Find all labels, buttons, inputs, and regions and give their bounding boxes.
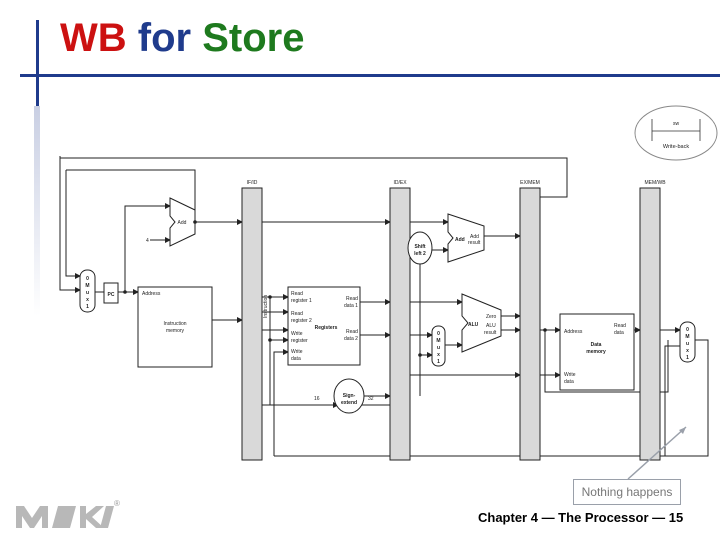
- footer-text: Chapter 4 — The Processor — 15: [478, 510, 684, 525]
- title-rule-horizontal: [20, 74, 720, 77]
- shift-left-b: left 2: [414, 251, 426, 257]
- alu-label: ALU: [468, 322, 479, 328]
- rf-rr2-b: register 2: [291, 318, 312, 324]
- rf-wd-a: Write: [291, 349, 303, 355]
- title-for: for: [137, 16, 192, 60]
- pipeline-registers: IF/ID ID/EX EX/MEM MEM/WB Instruction: [241, 180, 666, 461]
- alu-zero: Zero: [486, 314, 497, 320]
- slide-title: WB for Store: [60, 16, 304, 61]
- pc-adder: Add 4: [146, 197, 196, 247]
- dm-read-b: data: [614, 330, 624, 336]
- dm-address: Address: [564, 329, 583, 335]
- branch-result-b: result: [468, 240, 481, 246]
- dm-title-b: memory: [586, 349, 606, 355]
- legend-stage: Write-back: [663, 144, 689, 150]
- alu-result-a: ALU: [486, 323, 496, 329]
- logo-registered: ®: [114, 499, 120, 508]
- rf-wd-b: data: [291, 356, 301, 362]
- alu-mux-1: 1: [437, 359, 440, 365]
- alu-mux-m: M: [436, 338, 440, 344]
- data-memory: Address Read data Data memory Write data: [559, 313, 635, 391]
- rf-rd1-b: data 1: [344, 303, 358, 309]
- title-store: Store: [202, 16, 305, 60]
- register-file: Read register 1 Read register 2 Write re…: [287, 286, 361, 366]
- instruction-memory: Address Instruction memory: [137, 286, 213, 368]
- sign-extend-b: extend: [341, 400, 357, 406]
- wb-mux-x: x: [686, 348, 689, 354]
- junction-dots: [123, 220, 547, 357]
- wb-mux-u: u: [686, 341, 689, 347]
- dm-title-a: Data: [591, 342, 602, 348]
- rf-title: Registers: [315, 325, 338, 331]
- writeback-mux: 0 M u x 1: [679, 321, 696, 363]
- dm-write-a: Write: [564, 372, 576, 378]
- alu: ALU Zero ALU result: [461, 293, 502, 353]
- rf-rr1-a: Read: [291, 291, 303, 297]
- mk-logo: ®: [14, 498, 124, 539]
- im-address: Address: [142, 291, 161, 297]
- alu-mux-0: 0: [437, 331, 440, 337]
- reg-exmem-label: EX/MEM: [520, 180, 540, 186]
- pc-label: PC: [108, 292, 115, 298]
- pc-mux-u: u: [86, 290, 89, 296]
- wb-mux-m: M: [685, 334, 689, 340]
- rf-rr1-b: register 1: [291, 298, 312, 304]
- reg-ifid-label: IF/ID: [247, 180, 258, 186]
- title-wb: WB: [60, 16, 127, 60]
- pc-adder-label: Add: [178, 220, 187, 226]
- sign-extend-a: Sign-: [343, 393, 356, 399]
- alu-result-b: result: [484, 330, 497, 336]
- shift-left-a: Shift: [414, 244, 425, 250]
- im-title-2: memory: [166, 328, 185, 334]
- wb-mux-1: 1: [686, 355, 689, 361]
- pc-mux-1: 1: [86, 304, 89, 310]
- title-rule-vertical: [36, 20, 39, 106]
- alu-mux-x: x: [437, 352, 440, 358]
- rf-rd1-a: Read: [346, 296, 358, 302]
- dm-read-a: Read: [614, 323, 626, 329]
- pc-mux-0: 0: [86, 276, 89, 282]
- reg-memwb-label: MEM/WB: [644, 180, 666, 186]
- side-accent-bar: [34, 106, 40, 316]
- constant-four: 4: [146, 238, 149, 244]
- rf-rd2-b: data 2: [344, 336, 358, 342]
- callout-nothing-happens: Nothing happens: [573, 479, 681, 505]
- rf-wr-a: Write: [291, 331, 303, 337]
- instruction-vertical-label: Instruction: [263, 295, 269, 318]
- shift-left-unit: Shift left 2: [407, 231, 433, 265]
- branch-result-a: Add: [470, 234, 479, 240]
- rf-rd2-a: Read: [346, 329, 358, 335]
- rf-wr-b: register: [291, 338, 308, 344]
- wires: [59, 156, 709, 457]
- dm-write-b: data: [564, 379, 574, 385]
- pc-mux-x: x: [86, 297, 89, 303]
- width-32: 32: [368, 396, 374, 402]
- alu-mux-u: u: [437, 345, 440, 351]
- im-title-1: Instruction: [163, 321, 186, 327]
- pc-mux-m: M: [85, 283, 89, 289]
- stage-legend: sw Write-back: [634, 105, 718, 161]
- pc-mux: 0 M u x 1: [79, 269, 96, 313]
- legend-instr: sw: [673, 121, 680, 127]
- alu-src-mux: 0 M u x 1: [431, 325, 446, 367]
- rf-rr2-a: Read: [291, 311, 303, 317]
- pc-register: PC: [103, 282, 119, 304]
- reg-idex-label: ID/EX: [393, 180, 407, 186]
- branch-adder-label: Add: [455, 237, 465, 243]
- width-16: 16: [314, 396, 320, 402]
- sign-extend-unit: Sign- extend 16 32: [314, 378, 374, 414]
- wb-mux-0: 0: [686, 327, 689, 333]
- branch-adder: Add Add result: [447, 213, 485, 263]
- callout-pointer: [627, 426, 687, 480]
